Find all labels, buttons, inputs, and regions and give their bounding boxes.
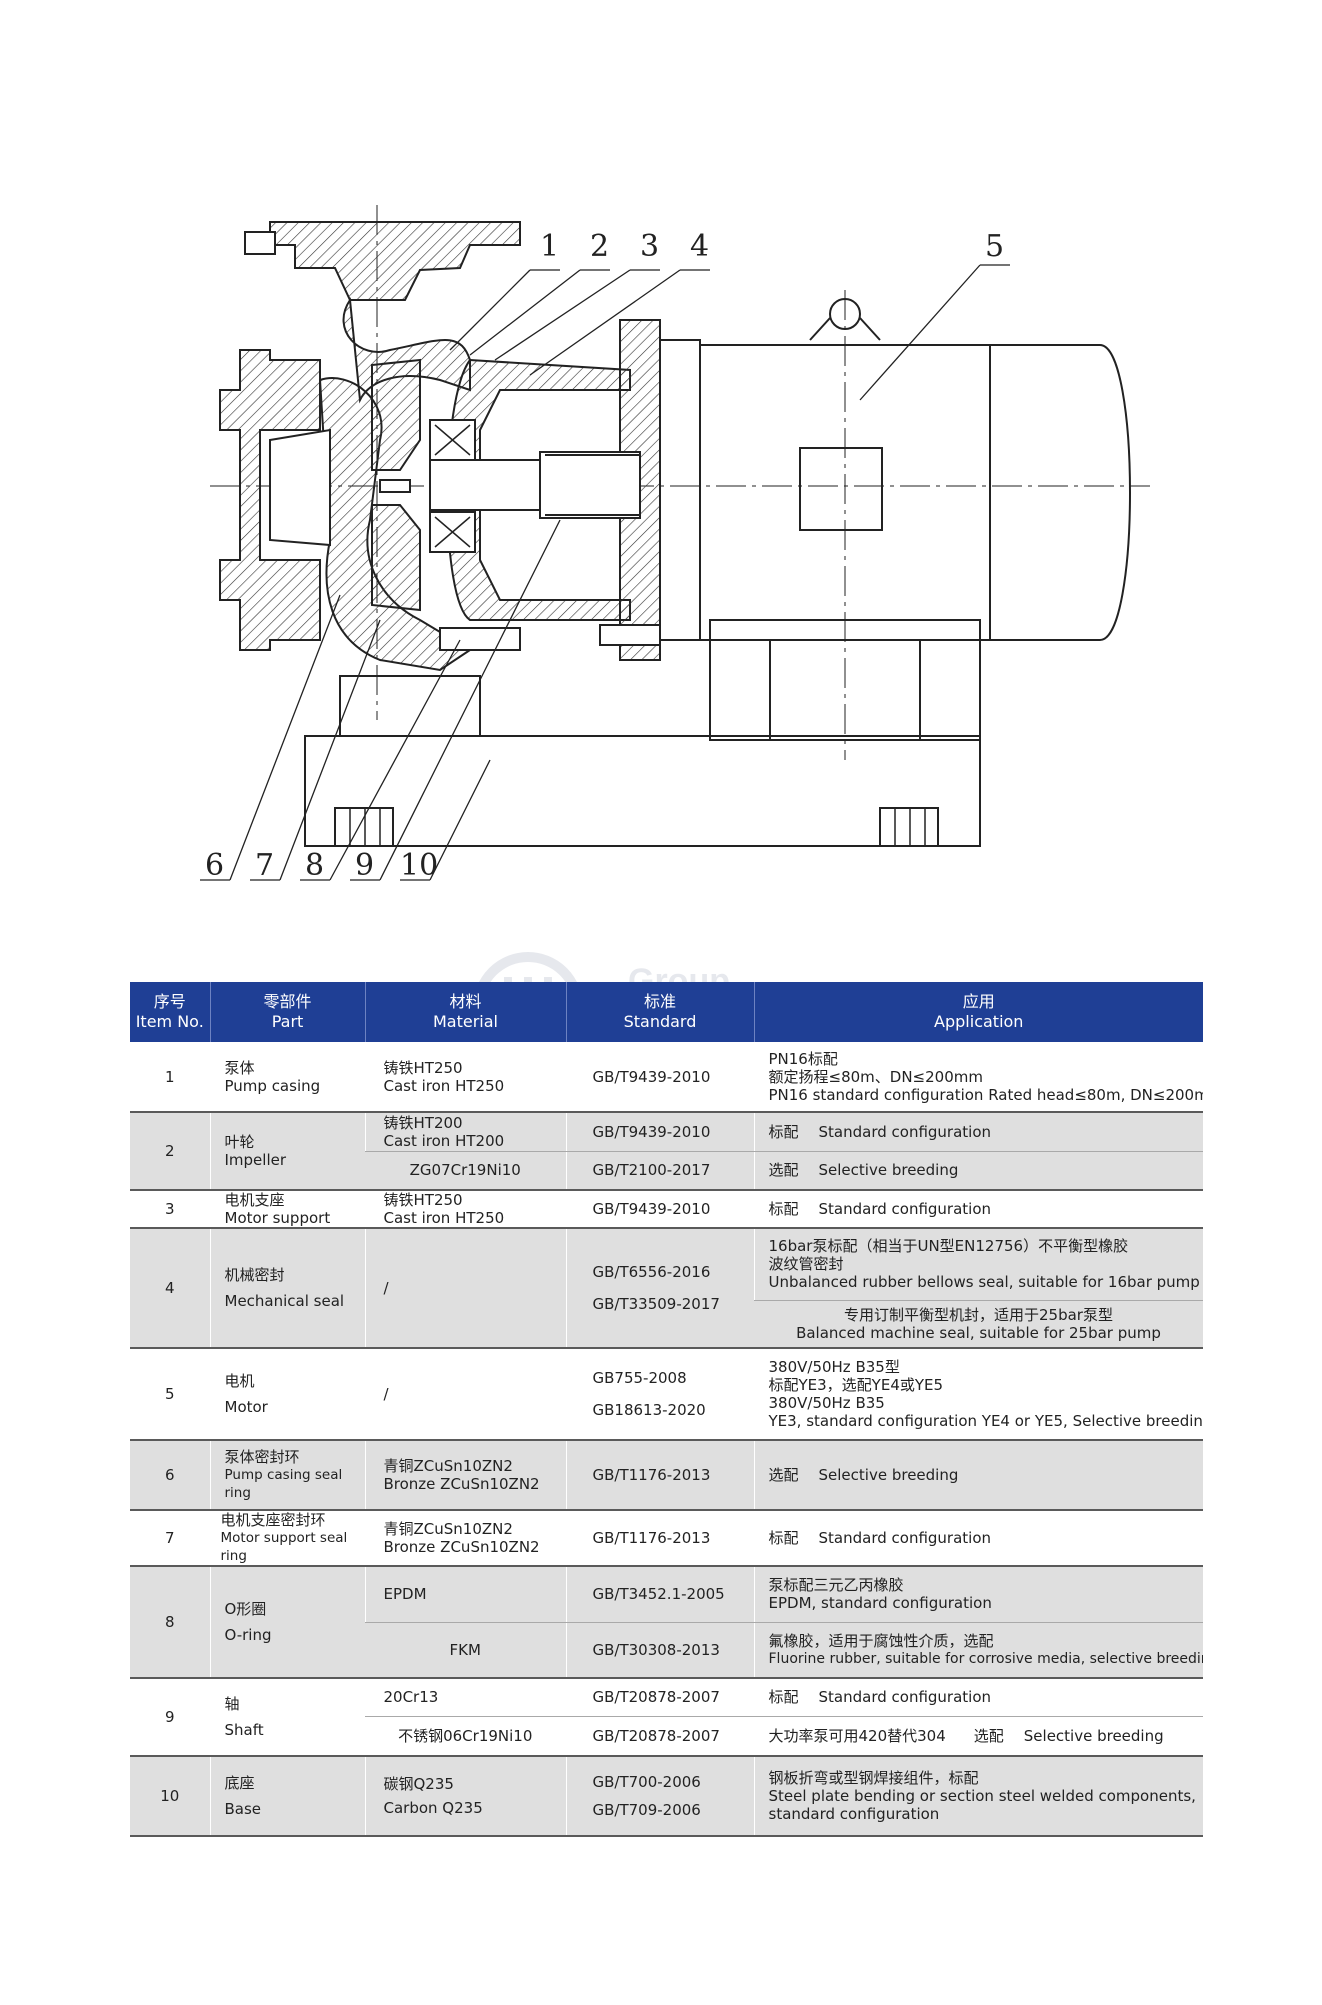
material-cell: ZG07Cr19Ni10	[365, 1151, 566, 1191]
material-cell: /	[364, 1348, 566, 1441]
callout-6: 6	[205, 848, 224, 883]
standard-cell: GB/T20878-2007	[565, 1678, 754, 1717]
standard-cell: GB/T1176-2013	[565, 1510, 754, 1567]
item-no: 5	[130, 1348, 210, 1441]
standard-cell: GB/T3452.1-2005	[565, 1566, 754, 1623]
pump-assembly-drawing: 1 2 3 4 5 6 7 8 9 10	[0, 0, 1322, 920]
callout-4: 4	[690, 229, 709, 264]
material-cell: /	[364, 1228, 566, 1349]
item-no: 2	[130, 1112, 210, 1191]
standard-cell: GB/T30308-2013	[565, 1622, 754, 1679]
item-no: 8	[130, 1566, 210, 1679]
table-row: 不锈钢06Cr19Ni10 GB/T20878-2007 大功率泵可用420替代…	[130, 1716, 1203, 1757]
standard-cell: GB/T1176-2013	[565, 1440, 754, 1511]
standard-cell: GB/T20878-2007	[565, 1716, 754, 1757]
callout-7: 7	[255, 848, 274, 883]
material-cell: FKM	[365, 1622, 566, 1679]
callout-8: 8	[305, 848, 324, 883]
item-no: 10	[130, 1756, 210, 1837]
material-cell: EPDM	[364, 1566, 566, 1623]
item-no: 9	[130, 1678, 210, 1757]
item-no: 7	[130, 1510, 210, 1567]
callout-3: 3	[640, 229, 659, 264]
callout-9: 9	[355, 848, 374, 883]
item-no: 3	[130, 1190, 210, 1229]
material-cell: 不锈钢06Cr19Ni10	[365, 1716, 566, 1757]
callout-2: 2	[590, 229, 609, 264]
standard-cell: GB/T2100-2017	[565, 1151, 754, 1191]
standard-cell: GB/T9439-2010	[565, 1190, 754, 1229]
item-no: 6	[130, 1440, 210, 1511]
item-no: 4	[130, 1228, 210, 1349]
callout-1: 1	[540, 229, 559, 264]
material-cell: 20Cr13	[364, 1678, 566, 1717]
item-no: 1	[130, 1042, 210, 1113]
callout-10: 10	[400, 848, 438, 883]
standard-cell: GB/T9439-2010	[565, 1112, 754, 1152]
standard-cell: GB/T9439-2010	[565, 1042, 754, 1113]
callout-5: 5	[985, 229, 1004, 264]
